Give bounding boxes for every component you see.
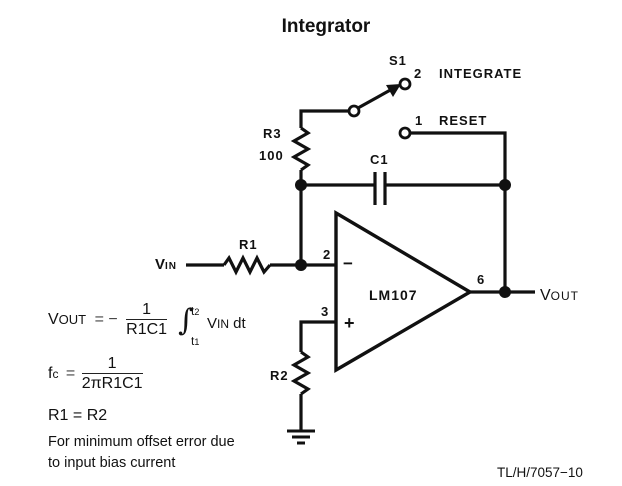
opamp-noninv-sign: +: [344, 313, 355, 333]
switch-blade: [357, 86, 395, 110]
switch-arrowhead: [386, 84, 401, 97]
vout-sub: OUT: [550, 289, 580, 303]
wire-reset: [410, 131, 507, 292]
switch-pos2-number: 2: [414, 66, 423, 81]
opamp-inv-sign: −: [343, 254, 353, 273]
integral-sign: ∫: [178, 303, 194, 338]
junction-out: [499, 286, 511, 298]
r1-label: R1: [239, 237, 258, 252]
integral-lower-limit: t1: [191, 334, 200, 348]
switch-pos2-label: INTEGRATE: [439, 66, 523, 81]
note-line-1: For minimum offset error due: [48, 434, 235, 450]
vin-main: V: [155, 256, 166, 273]
equation-fc: fc = 1 2πR1C1: [48, 356, 143, 392]
vout-main: V: [540, 287, 551, 304]
eq-fc-equals: =: [65, 365, 76, 383]
figure-id: TL/H/7057−10: [497, 465, 583, 480]
vout-label: VOUT: [540, 288, 579, 304]
eq-fc-lhs-sub: c: [52, 367, 59, 382]
eq-vout-lhs-sub: OUT: [58, 312, 87, 328]
diagram-title: Integrator: [281, 16, 371, 37]
r3-value: 100: [259, 148, 284, 163]
opamp-pin-inv: 2: [323, 247, 332, 262]
opamp-pin-out: 6: [477, 272, 486, 287]
opamp-triangle: [334, 210, 474, 373]
eq-fc-lhs-main: f: [48, 365, 53, 383]
eq-vout-lhs-main: V: [48, 311, 59, 329]
note-line-2: to input bias current: [48, 455, 176, 471]
junction-c1-out: [499, 179, 511, 191]
switch-pos1-label: RESET: [439, 113, 488, 128]
c1-label: C1: [370, 152, 389, 167]
switch-pos1-number: 1: [415, 113, 424, 128]
ground-icon: [287, 429, 315, 445]
switch-pivot: [347, 104, 361, 118]
junction-inv: [295, 259, 307, 271]
vin-sub: IN: [165, 261, 178, 272]
switch-contact-1: [398, 126, 412, 140]
r3-label: R3: [263, 126, 282, 141]
equation-vout: VOUT = − 1 R1C1: [48, 302, 168, 338]
wire-r3-upper: [299, 109, 349, 128]
opamp-part-number: LM107: [369, 287, 418, 303]
resistor-r3: [290, 126, 312, 172]
integrand: VIN dt: [207, 315, 246, 332]
wire-noninv: [299, 320, 336, 352]
integral-upper-limit: t2: [191, 304, 200, 318]
eq-fc-denominator: 2πR1C1: [81, 375, 143, 392]
switch-contact-2: [398, 77, 412, 91]
eq-fc-numerator: 1: [81, 356, 143, 374]
opamp-pin-noninv: 3: [321, 304, 330, 319]
r2-label: R2: [270, 368, 289, 383]
junction-r3-c1: [295, 179, 307, 191]
equation-r1-equals-r2: R1 = R2: [48, 407, 108, 424]
switch-label: S1: [389, 53, 407, 68]
eq-vout-equals: = −: [94, 311, 118, 329]
eq-vout-numerator: 1: [126, 302, 168, 320]
resistor-r2: [290, 350, 312, 396]
vin-label: VIN: [155, 257, 177, 272]
resistor-r1: [222, 254, 272, 276]
eq-vout-denominator: R1C1: [126, 321, 168, 338]
